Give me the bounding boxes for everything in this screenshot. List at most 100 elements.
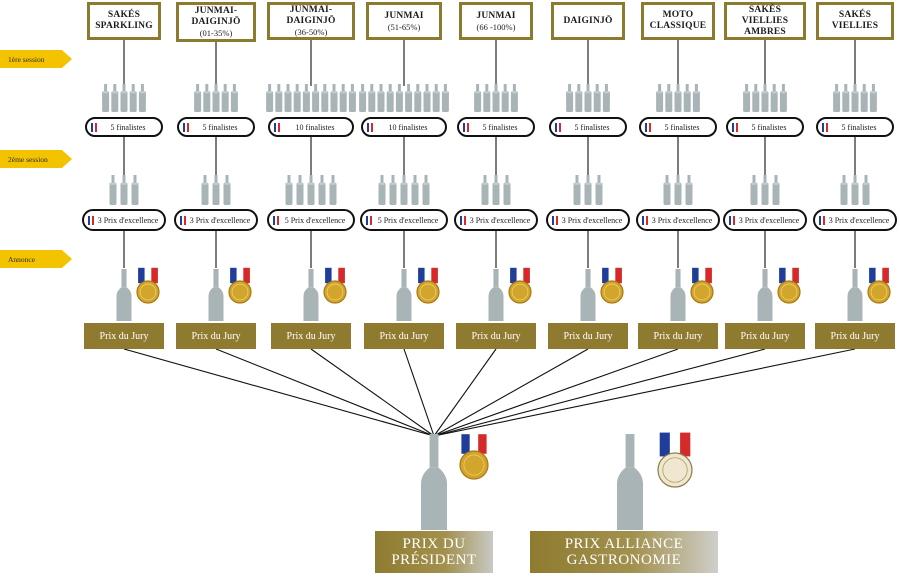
category-2-winner-bottle [208,269,224,321]
category-9-bottle-round1 [851,84,859,112]
category-1-excellence-label: 3 Prix d'excellence [97,215,159,225]
category-9-converge-line [433,348,856,437]
category-4-bottle-round1 [414,84,422,112]
category-9-bottle-round2 [851,175,859,205]
category-9-medal-icon [867,267,891,304]
category-4-bottle-round1 [377,84,385,112]
french-flag-icon [273,216,279,225]
category-4-excellence-label: 5 Prix d'excellence [377,215,439,225]
session-arrow-second: 2ème session [0,150,72,168]
category-3-bottle-round1 [330,84,338,112]
category-4-bottle-round1 [359,84,367,112]
category-5-bottle-round2 [492,175,500,205]
category-9-bottle-round2 [862,175,870,205]
category-8-bottle-round1 [770,84,778,112]
category-1-jury-prize: Prix du Jury [84,323,164,349]
category-9-finalists-label: 5 finalistes [841,122,877,132]
category-3-bottle-round2 [329,175,337,205]
category-6-jury-label: Prix du Jury [563,330,613,342]
category-1-bottle-round1 [129,84,137,112]
category-9-excellence-pill: 3 Prix d'excellence [813,209,897,231]
category-4-bottle-round2 [378,175,386,205]
category-1-finalists-label: 5 finalistes [110,122,146,132]
category-8-bottle-round1 [752,84,760,112]
category-6-bottle-round1 [602,84,610,112]
category-2-jury-label: Prix du Jury [191,330,241,342]
category-6-winner-bottle [580,269,596,321]
category-8-bottle-round2 [772,175,780,205]
category-9-bottle-round1 [833,84,841,112]
category-1-jury-label: Prix du Jury [99,330,149,342]
category-5-bottle-round1 [492,84,500,112]
category-8-excellence-pill: 3 Prix d'excellence [723,209,807,231]
category-6-bottle-round2 [573,175,581,205]
category-7-jury-prize: Prix du Jury [638,323,718,349]
category-4-jury-prize: Prix du Jury [364,323,444,349]
french-flag-icon [732,123,738,132]
category-6-bottle-round1 [584,84,592,112]
category-9-jury-label: Prix du Jury [830,330,880,342]
category-4-finalists-pill: 10 finalistes [361,117,447,137]
category-7-excellence-label: 3 Prix d'excellence [651,215,713,225]
category-5-bottle-round1 [501,84,509,112]
category-6-bottle-round2 [595,175,603,205]
category-6-excellence-pill: 3 Prix d'excellence [546,209,630,231]
category-9-bottle-round2 [840,175,848,205]
category-5-finalists-pill: 5 finalistes [457,117,535,137]
category-4-bottle-round1 [432,84,440,112]
category-5-bottle-round2 [481,175,489,205]
category-1-bottle-round2 [131,175,139,205]
category-3-name: JUNMAI-DAIGINJŌ [286,5,336,26]
category-8-medal-icon [777,267,801,304]
category-8-header: SAKÉS VIELLIES AMBRES [724,2,806,40]
category-5-range: (66 -100%) [476,21,516,32]
category-1-bottle-round2 [109,175,117,205]
category-5-bottle-round1 [483,84,491,112]
french-flag-icon [366,216,372,225]
category-3-jury-label: Prix du Jury [286,330,336,342]
category-4-converge-line [403,348,435,437]
category-6-finalists-label: 5 finalistes [574,122,610,132]
category-7-finalists-label: 5 finalistes [664,122,700,132]
category-7-medal-icon [690,267,714,304]
category-6-jury-prize: Prix du Jury [548,323,628,349]
category-4-bottle-round1 [441,84,449,112]
category-3-bottle-round1 [266,84,274,112]
category-1-bottle-round1 [111,84,119,112]
category-3-bottle-round2 [285,175,293,205]
french-flag-icon [645,123,651,132]
category-5-jury-label: Prix du Jury [471,330,521,342]
category-8-name: SAKÉS VIELLIES AMBRES [741,4,789,37]
president-medal-icon [459,434,489,480]
category-7-bottle-round2 [685,175,693,205]
category-8-bottle-round1 [743,84,751,112]
category-7-excellence-pill: 3 Prix d'excellence [636,209,720,231]
category-6-name: DAIGINJŌ [563,15,613,26]
category-7-winner-bottle [670,269,686,321]
category-5-winner-bottle [488,269,504,321]
french-flag-icon [463,123,469,132]
category-3-bottle-round2 [318,175,326,205]
category-2-bottle-round2 [223,175,231,205]
category-3-excellence-pill: 5 Prix d'excellence [267,209,355,231]
category-3-bottle-round2 [307,175,315,205]
category-5-jury-prize: Prix du Jury [456,323,536,349]
category-6-bottle-round2 [584,175,592,205]
category-9-excellence-label: 3 Prix d'excellence [828,215,890,225]
category-4-bottle-round2 [422,175,430,205]
category-9-finalists-pill: 5 finalistes [816,117,894,137]
category-1-excellence-pill: 3 Prix d'excellence [82,209,166,231]
category-2-excellence-label: 3 Prix d'excellence [189,215,251,225]
french-flag-icon [183,123,189,132]
category-8-winner-bottle [757,269,773,321]
french-flag-icon [274,123,280,132]
category-1-winner-bottle [116,269,132,321]
category-3-medal-icon [323,267,347,304]
category-5-excellence-pill: 3 Prix d'excellence [454,209,538,231]
category-7-bottle-round2 [674,175,682,205]
category-1-name: SAKÉS SPARKLING [95,10,153,31]
alliance-prize-banner: PRIX ALLIANCE GASTRONOMIE [530,531,718,573]
category-7-bottle-round1 [692,84,700,112]
french-flag-icon [822,123,828,132]
